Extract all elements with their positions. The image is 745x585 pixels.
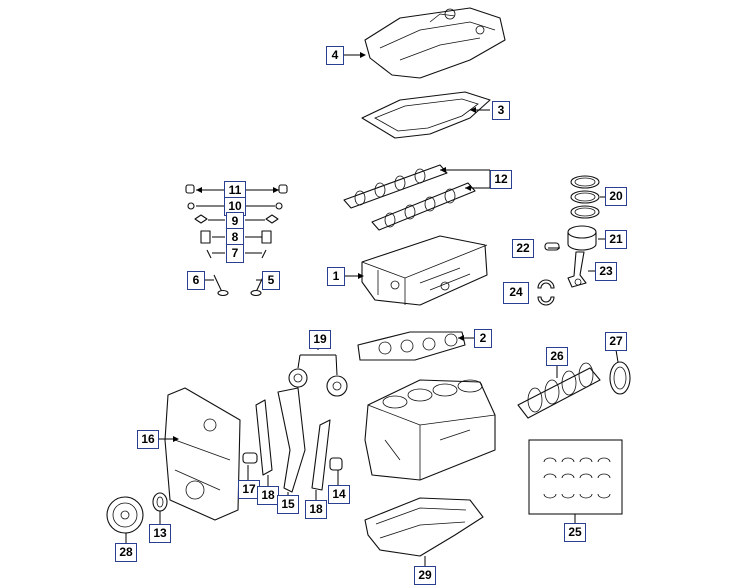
callout-1[interactable]: 1 [327, 267, 345, 286]
callout-16[interactable]: 16 [137, 430, 159, 449]
callout-29[interactable]: 29 [414, 566, 436, 585]
callout-22[interactable]: 22 [512, 239, 534, 258]
leader-lines [125, 52, 619, 566]
timing-cover [164, 387, 241, 521]
valve-train-parts [185, 184, 288, 297]
callout-3[interactable]: 3 [492, 101, 510, 120]
rod-bearings [537, 279, 555, 306]
rear-main-seal [609, 361, 631, 395]
timing-chain [255, 387, 331, 493]
callout-24[interactable]: 24 [503, 282, 529, 304]
callout-18-right[interactable]: 18 [305, 500, 327, 519]
chain-guide-bolt [329, 457, 343, 471]
callout-18-left[interactable]: 18 [257, 486, 279, 505]
connecting-rod [567, 251, 587, 288]
callout-14[interactable]: 14 [328, 485, 350, 504]
callout-2[interactable]: 2 [474, 329, 492, 348]
callout-19[interactable]: 19 [309, 330, 331, 349]
camshafts [343, 164, 476, 231]
callout-28[interactable]: 28 [115, 543, 137, 562]
oil-pan [364, 497, 484, 557]
chain-tensioner [242, 452, 258, 464]
callout-23[interactable]: 23 [595, 262, 617, 281]
crankshaft-pulley [106, 496, 144, 534]
callout-9[interactable]: 9 [226, 212, 244, 231]
callout-6[interactable]: 6 [187, 271, 205, 290]
callout-7[interactable]: 7 [226, 244, 244, 263]
callout-5[interactable]: 5 [262, 271, 280, 290]
callout-12[interactable]: 12 [490, 170, 512, 189]
head-gasket [357, 331, 466, 361]
callout-20[interactable]: 20 [605, 187, 627, 206]
callout-21[interactable]: 21 [605, 230, 627, 249]
callout-26[interactable]: 26 [546, 347, 568, 366]
piston [567, 225, 597, 251]
crankshaft [517, 362, 601, 419]
callout-25[interactable]: 25 [564, 523, 586, 542]
callout-15[interactable]: 15 [277, 495, 299, 514]
valve-cover [364, 7, 506, 79]
callout-13[interactable]: 13 [149, 524, 171, 543]
front-crank-seal [152, 492, 168, 512]
callout-4[interactable]: 4 [326, 46, 344, 65]
engine-block [364, 379, 496, 481]
cylinder-head [361, 235, 488, 306]
cam-sprockets [288, 368, 348, 397]
callout-27[interactable]: 27 [605, 332, 627, 351]
piston-rings [570, 175, 600, 219]
